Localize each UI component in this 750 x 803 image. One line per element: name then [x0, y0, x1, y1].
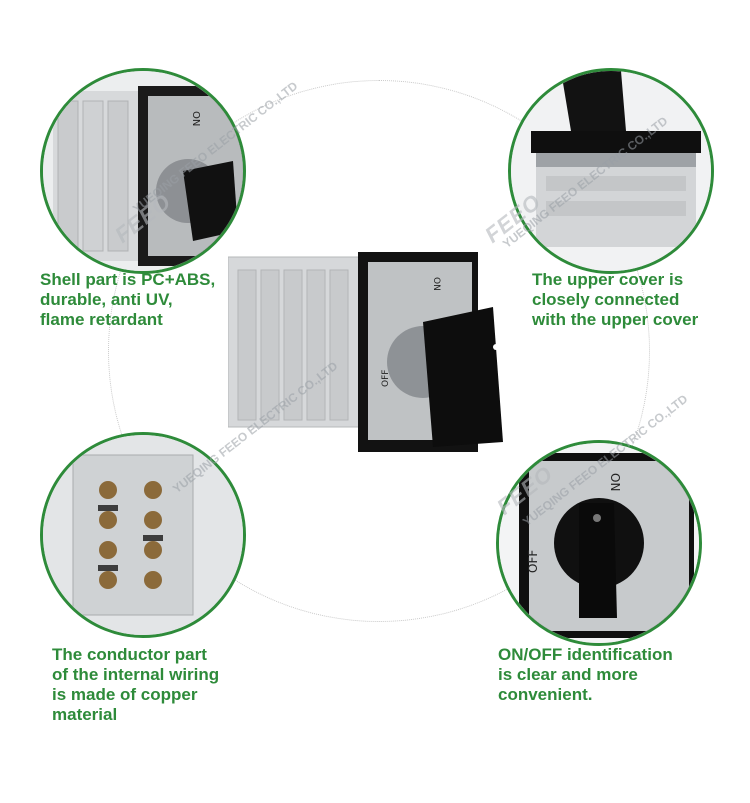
conductor-image — [43, 435, 243, 635]
caption-shell-line-3: flame retardant — [40, 310, 163, 329]
dotted-guide-circle — [108, 80, 650, 622]
caption-conductor-line-1: The conductor part — [52, 645, 207, 664]
caption-conductor-line-3: is made of copper — [52, 685, 198, 704]
shell-detail-image: ON — [43, 71, 243, 271]
caption-cover-line-2: closely connected — [532, 290, 680, 309]
caption-conductor: The conductor part of the internal wirin… — [52, 645, 219, 725]
shell-detail-bubble: ON — [40, 68, 246, 274]
caption-shell-line-2: durable, anti UV, — [40, 290, 173, 309]
switch-off-label: OFF — [381, 370, 391, 387]
upper-cover-detail-bubble — [508, 68, 714, 274]
conductor-detail-bubble — [40, 432, 246, 638]
onoff-image: ON OFF — [499, 443, 699, 643]
caption-onoff-line-1: ON/OFF identification — [498, 645, 673, 664]
caption-conductor-line-4: material — [52, 705, 118, 724]
svg-text:ON: ON — [190, 111, 201, 126]
caption-shell: Shell part is PC+ABS, durable, anti UV, … — [40, 270, 215, 330]
caption-onoff-line-2: is clear and more — [498, 665, 638, 684]
caption-onoff-line-3: convenient. — [498, 685, 593, 704]
rotary-switch-product: ON OFF — [228, 252, 503, 452]
switch-on-label: ON — [431, 277, 441, 291]
caption-onoff: ON/OFF identification is clear and more … — [498, 645, 673, 705]
off-label: OFF — [526, 550, 540, 573]
onoff-detail-bubble: ON OFF — [496, 440, 702, 646]
caption-conductor-line-2: of the internal wiring — [52, 665, 220, 684]
caption-cover-line-1: The upper cover is — [532, 270, 684, 289]
upper-cover-image — [511, 71, 711, 271]
caption-cover-line-3: with the upper cover — [532, 310, 699, 329]
on-label: ON — [608, 473, 622, 491]
caption-shell-line-1: Shell part is PC+ABS, — [40, 270, 216, 289]
caption-cover: The upper cover is closely connected wit… — [532, 270, 698, 330]
